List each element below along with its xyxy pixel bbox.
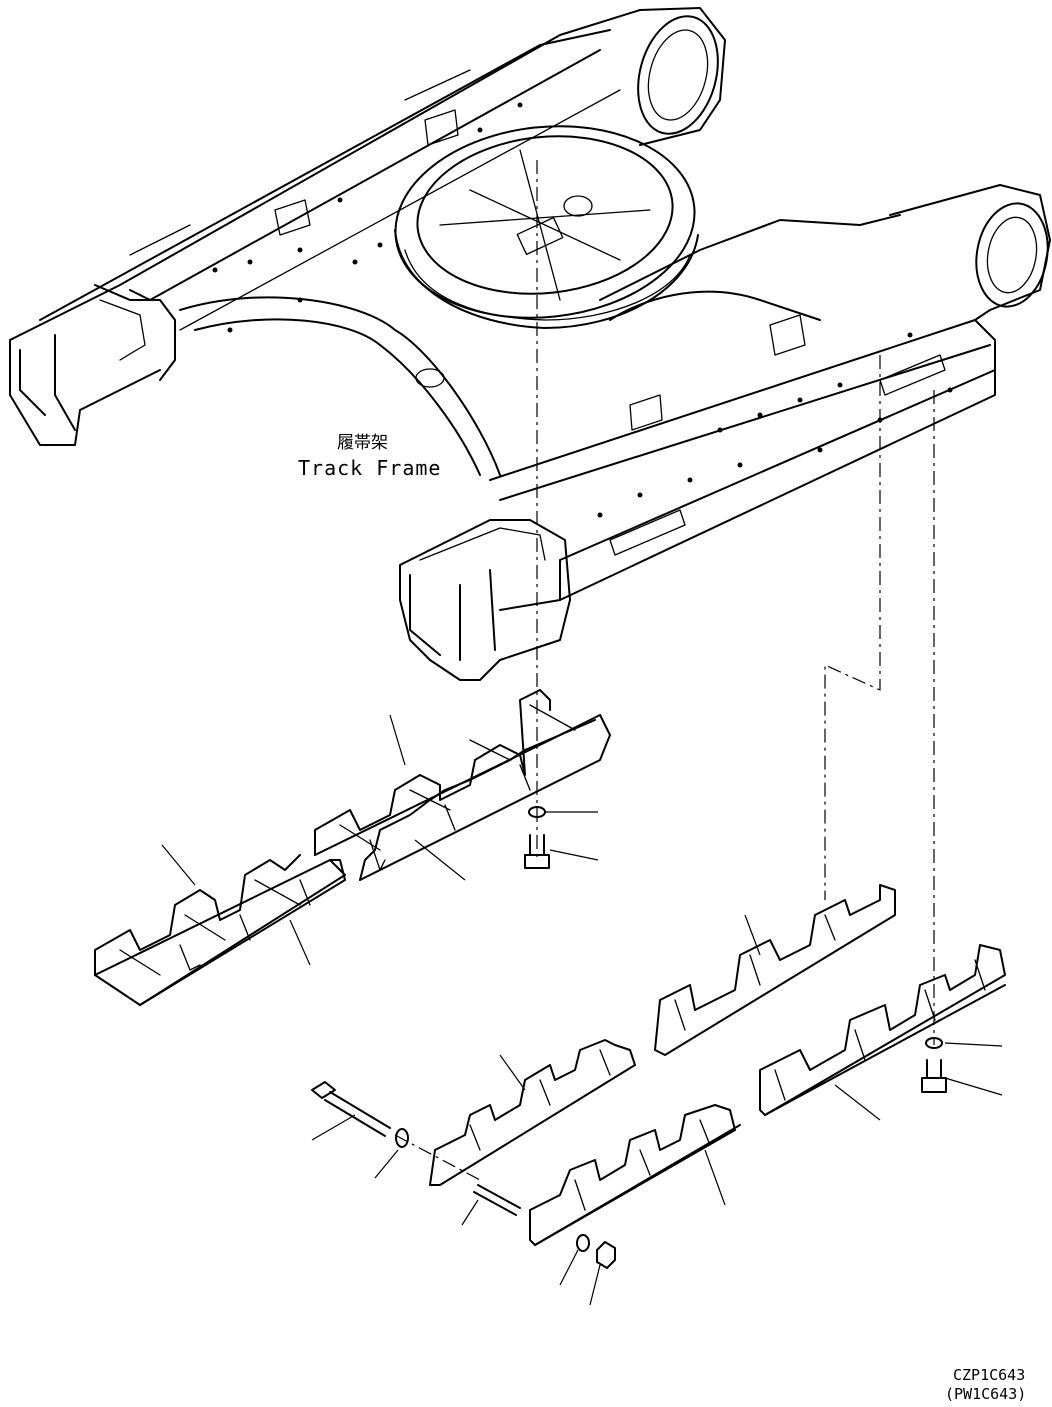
- drawing-code-alt: (PW1C643): [945, 1385, 1027, 1403]
- assembly-lines: [394, 160, 935, 1181]
- track-guard-assembly-rear: [94, 854, 346, 1006]
- frame-holes: [212, 102, 953, 518]
- track-guard-outer-lower: [529, 1104, 741, 1246]
- track-guard-outer: [759, 944, 1006, 1116]
- pin: [473, 1184, 521, 1216]
- track-guard-inner-upper: [654, 884, 896, 1056]
- frame-label-en: Track Frame: [298, 456, 442, 480]
- track-guard-inner-lower: [429, 1039, 636, 1186]
- frame-label-cn: 履帯架: [337, 433, 388, 453]
- drawing-code: CZP1C643: [953, 1366, 1026, 1384]
- bolt-right: [921, 1037, 947, 1093]
- track-frame: [9, 7, 1051, 681]
- track-guard-assembly-front: [314, 689, 611, 881]
- nut-washer: [576, 1234, 616, 1269]
- long-bolt: [311, 1081, 409, 1148]
- leader-lines: [161, 714, 1003, 1306]
